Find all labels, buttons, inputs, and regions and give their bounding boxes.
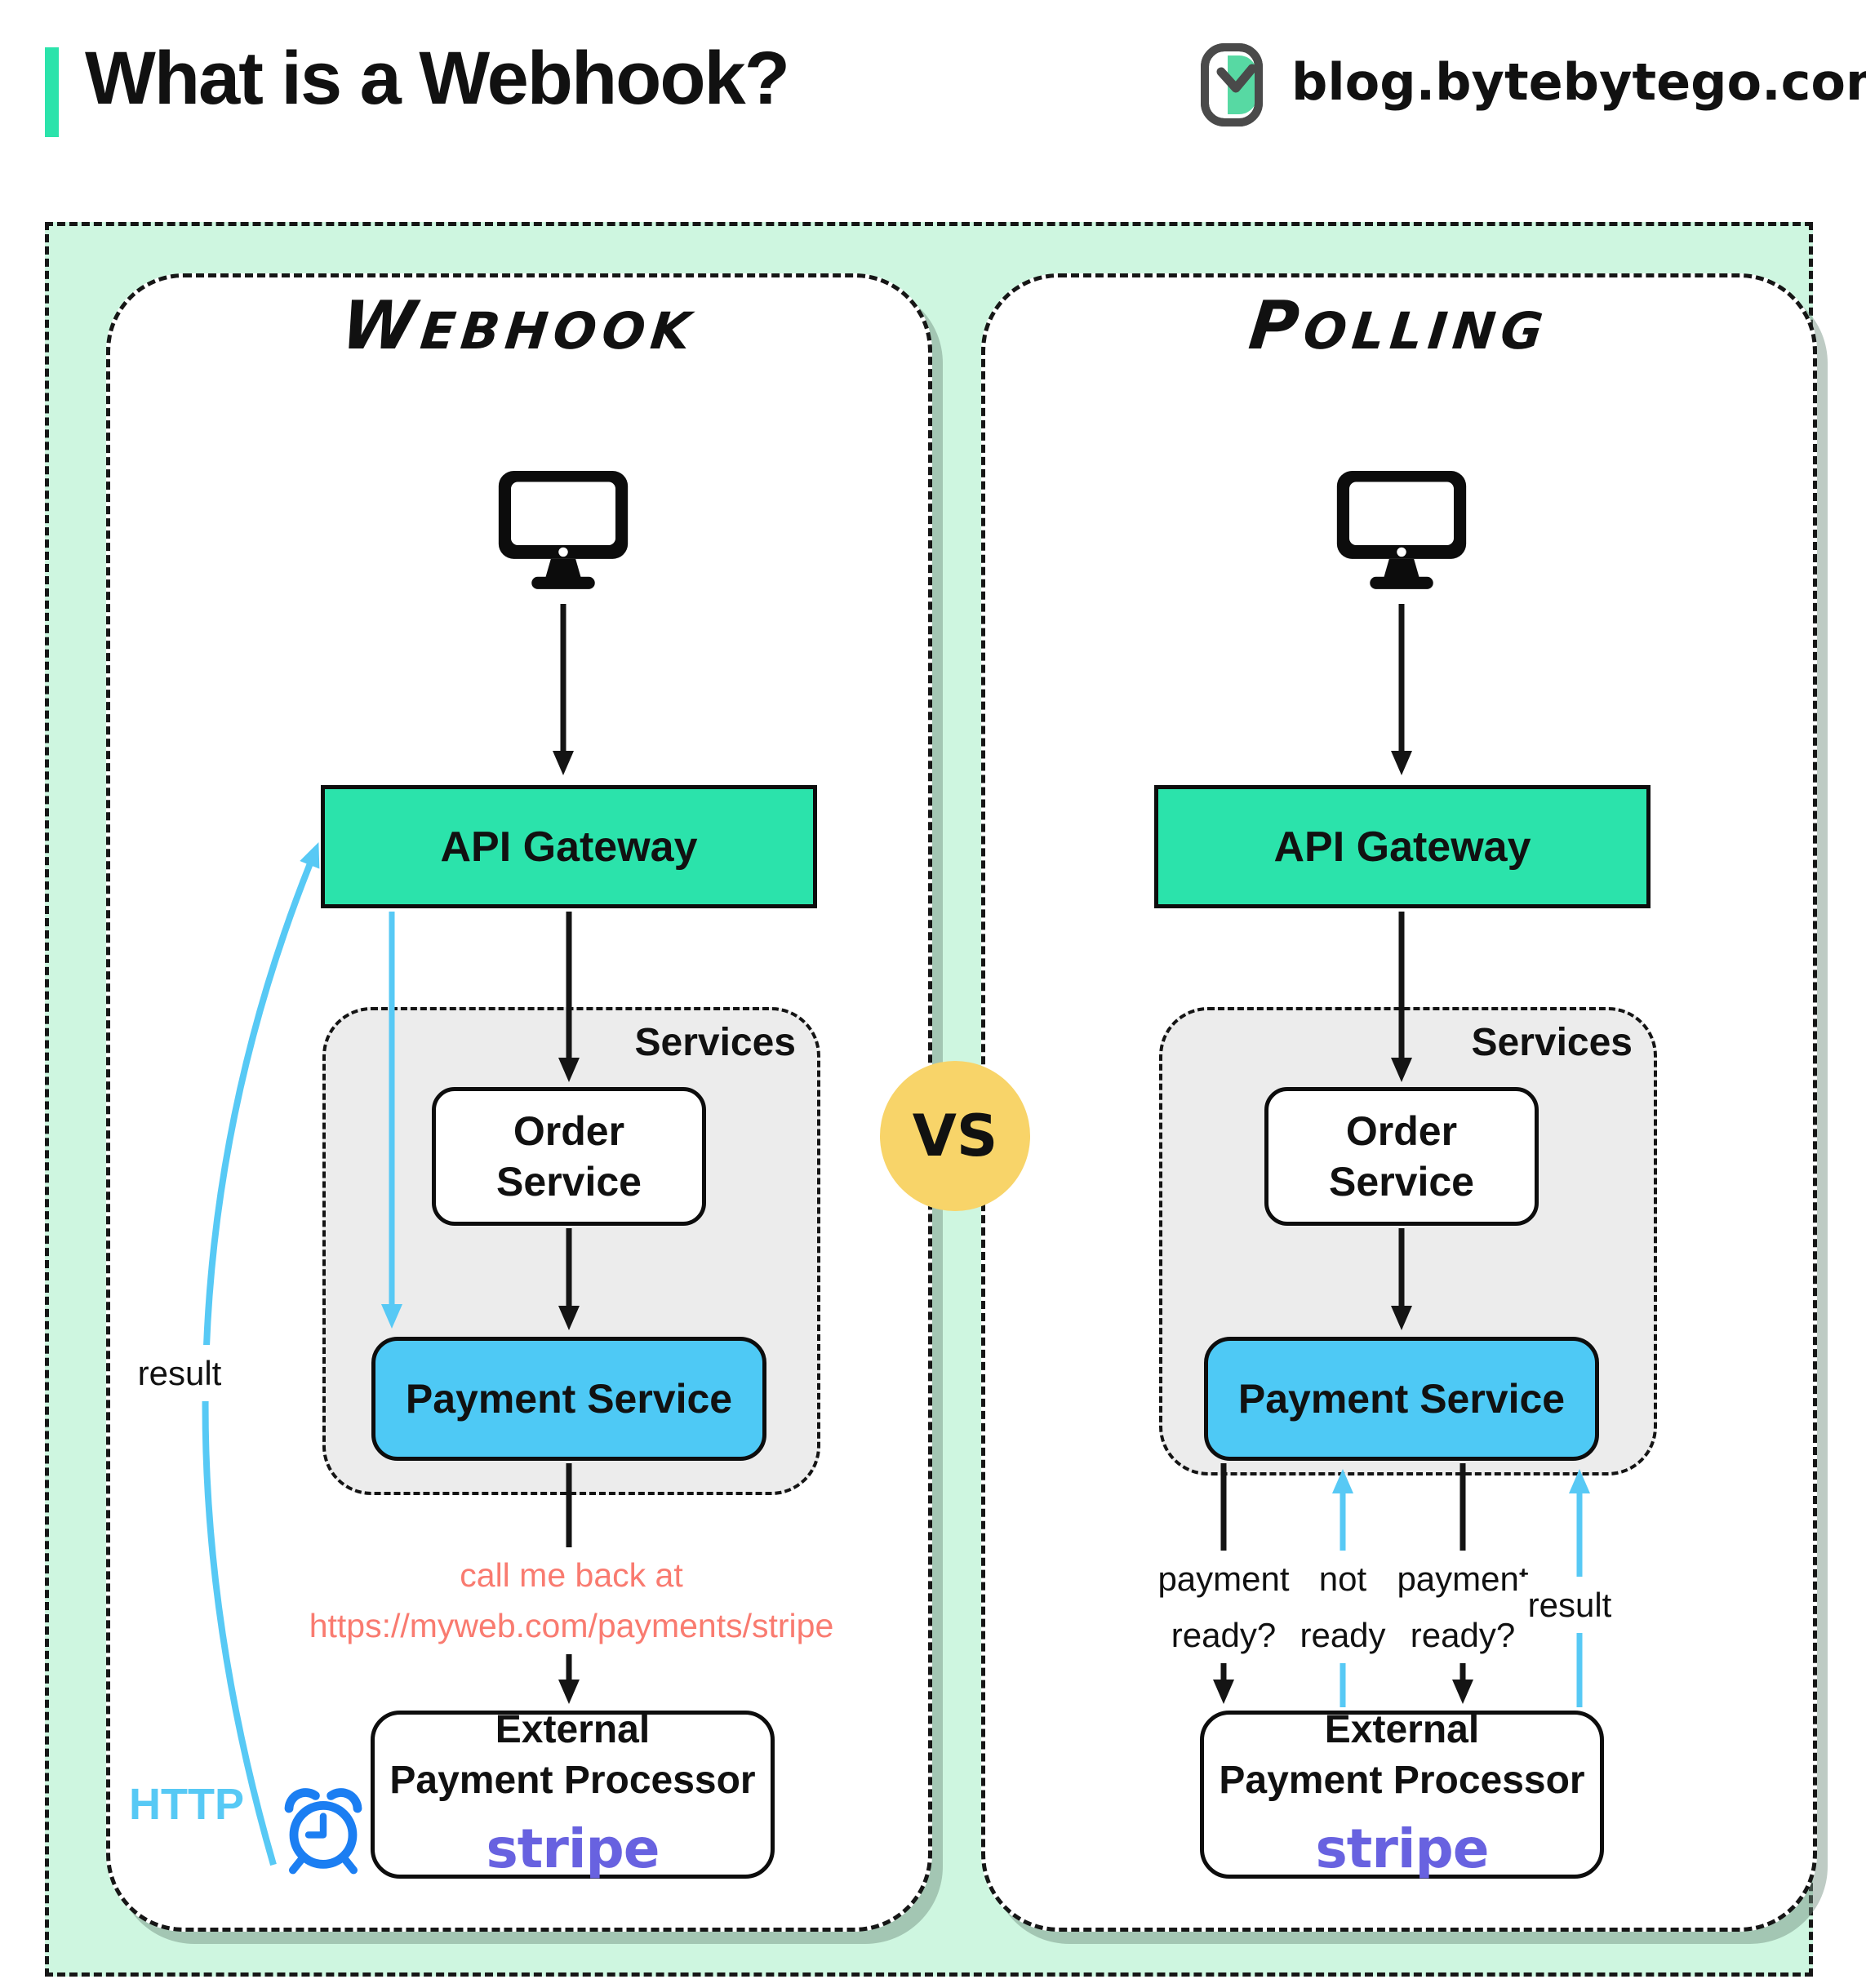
callback-note: call me back at https://myweb.com/paymen…: [269, 1547, 873, 1654]
payment-service-box-webhook: Payment Service: [371, 1337, 766, 1461]
title-accent-bar: [45, 47, 59, 137]
external-line1: External: [495, 1708, 651, 1752]
result-label-webhook: result: [98, 1345, 261, 1402]
external-processor-box-polling: External Payment Processor stripe: [1200, 1708, 1604, 1880]
api-gateway-label: API Gateway: [440, 823, 698, 871]
payment-service-label: Payment Service: [1237, 1376, 1566, 1422]
order-service-line2: Service: [496, 1159, 642, 1205]
site-url: blog.bytebytego.com: [1291, 52, 1866, 112]
monitor-icon: [1336, 471, 1467, 589]
services-label: Services: [1471, 1021, 1633, 1064]
page-title: What is a Webhook?: [85, 37, 790, 120]
api-gateway-box-polling: API Gateway: [1154, 785, 1651, 908]
services-label: Services: [634, 1021, 796, 1064]
payment-service-box-polling: Payment Service: [1204, 1337, 1599, 1461]
order-service-line2: Service: [1329, 1159, 1474, 1205]
alarm-clock-icon: [284, 1788, 362, 1875]
external-line1: External: [1324, 1708, 1480, 1752]
external-processor-box-webhook: External Payment Processor stripe: [371, 1708, 775, 1880]
callback-line1: call me back at: [460, 1556, 683, 1594]
vs-badge: VS: [880, 1061, 1030, 1211]
order-service-box-polling: Order Service: [1264, 1087, 1539, 1226]
panel-title-polling: POLLING: [1245, 287, 1552, 365]
order-service-line1: Order: [513, 1107, 625, 1154]
external-line2: Payment Processor: [389, 1758, 756, 1802]
label-payment-ready-1: payment ready?: [1142, 1551, 1305, 1664]
panel-title-webhook: WEBHOOK: [337, 287, 700, 365]
api-gateway-box-webhook: API Gateway: [321, 785, 817, 908]
stripe-logo: stripe: [1315, 1817, 1489, 1881]
stripe-logo: stripe: [486, 1817, 660, 1881]
label-result-polling: result: [1500, 1577, 1639, 1634]
http-label: HTTP: [129, 1780, 244, 1829]
monitor-icon: [498, 471, 629, 589]
callback-url: https://myweb.com/payments/stripe: [309, 1606, 834, 1644]
order-service-line1: Order: [1345, 1107, 1458, 1154]
payment-service-label: Payment Service: [405, 1376, 733, 1422]
bytebytego-logo-icon: [1201, 43, 1263, 126]
api-gateway-label: API Gateway: [1273, 823, 1531, 871]
order-service-box-webhook: Order Service: [432, 1087, 706, 1226]
external-line2: Payment Processor: [1219, 1758, 1585, 1802]
